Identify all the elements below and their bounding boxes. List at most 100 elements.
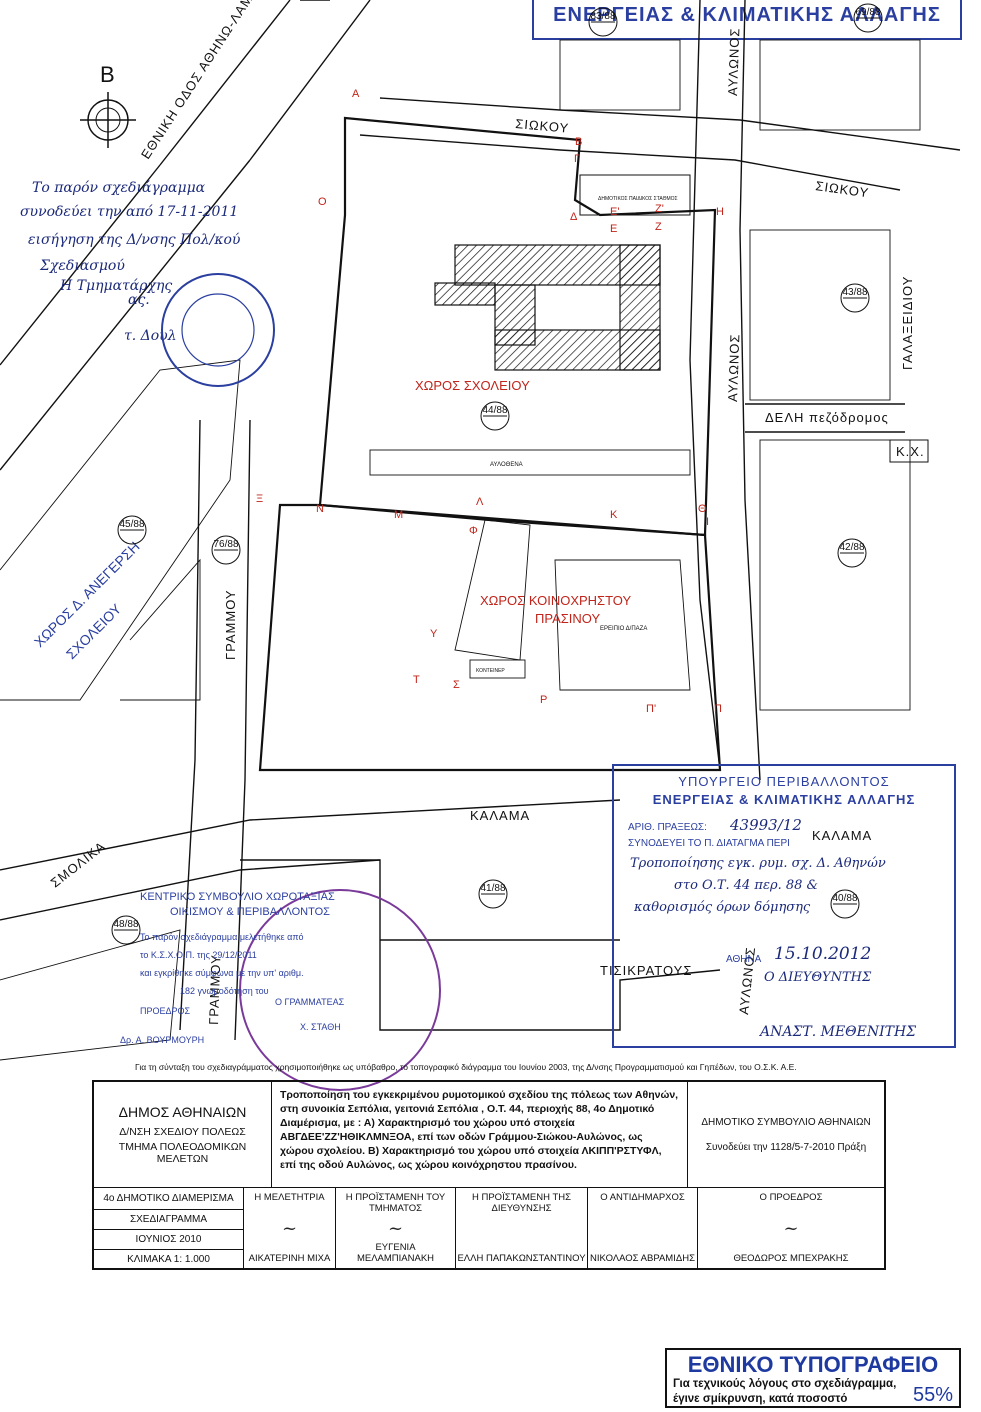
district: 4ο ΔΗΜΟΤΙΚΟ ΔΙΑΜΕΡΙΣΜΑ	[103, 1193, 234, 1204]
national-road	[0, 0, 371, 471]
block-76: 76/88	[213, 539, 238, 550]
svg-text:Ο ΓΡΑΜΜΑΤΕΑΣ: Ο ΓΡΑΜΜΑΤΕΑΣ	[275, 997, 345, 1007]
street-tisikratous: ΤΙΣΙΚΡΑΤΟΥΣ	[600, 963, 692, 978]
sign-role-2: Η ΠΡΟΪΣΤΑΜΕΝΗ ΤΟΥ ΤΜΗΜΑΤΟΣ	[345, 1192, 446, 1214]
east-buildings	[559, 39, 921, 711]
point-z-prime: Ζ'	[655, 203, 664, 215]
school-site-boundary	[318, 116, 717, 537]
ministry-city: ΑΘΗΝΑ	[726, 954, 762, 965]
title-block: ΔΗΜΟΣ ΑΘΗΝΑΙΩΝ Δ/ΝΣΗ ΣΧΕΔΙΟΥ ΠΟΛΕΩΣ ΤΜΗΜ…	[92, 1080, 886, 1270]
ministry-protocol-value: 43993/12	[730, 816, 802, 834]
kx-box	[889, 439, 929, 463]
council: ΔΗΜΟΤΙΚΟ ΣΥΜΒΟΥΛΙΟ ΑΘΗΝΑΙΩΝ	[701, 1116, 871, 1128]
signature-2-icon: ~	[387, 1218, 404, 1239]
sign-role-4: Ο ΑΝΤΙΔΗΜΑΡΧΟΣ	[600, 1192, 685, 1203]
svg-text:ΟΙΚΙΣΜΟΥ & ΠΕΡΙΒΑΛΛΟΝΤΟΣ: ΟΙΚΙΣΜΟΥ & ΠΕΡΙΒΑΛΛΟΝΤΟΣ	[170, 906, 330, 918]
street-avlonos-2: ΑΥΛΩΝΟΣ	[725, 333, 742, 402]
national-printer-box: ΕΘΝΙΚΟ ΤΥΠΟΓΡΑΦΕΙΟ Για τεχνικούς λόγους …	[665, 1348, 961, 1408]
sign-role-5: Ο ΠΡΟΕΔΡΟΣ	[759, 1192, 823, 1203]
area-green-label-1: ΧΩΡΟΣ ΚΟΙΝΟΧΡΗΣΤΟΥ	[480, 593, 631, 608]
green-space-boundary	[258, 503, 722, 772]
block-45: 45/88	[119, 519, 144, 530]
point-h: Η	[716, 206, 724, 218]
sign-cell-1: Η ΜΕΛΕΤΗΤΡΙΑ ~ ΑΙΚΑΤΕΡΙΝΗ ΜΙΧΑ	[244, 1188, 336, 1268]
handwritten-note: Το παρόν σχεδιάγραμμα συνοδεύει την από …	[20, 180, 241, 344]
ministry-hw-1: Τροποποίησης εγκ. ρυμ. σχ. Δ. Αθηνών	[630, 856, 886, 871]
point-r: Ρ	[540, 694, 547, 706]
svg-text:ΚΕΝΤΡΙΚΟ ΣΥΜΒΟΥΛΙΟ ΧΩΡΟΤΑΞΙΑΣ: ΚΕΝΤΡΙΚΟ ΣΥΜΒΟΥΛΙΟ ΧΩΡΟΤΑΞΙΑΣ	[140, 891, 335, 903]
ministry-date: 15.10.2012	[774, 944, 872, 964]
point-t: Τ	[413, 674, 420, 686]
department: Δ/ΝΣΗ ΣΧΕΔΙΟΥ ΠΟΛΕΩΣ	[119, 1126, 246, 1138]
kindergarten-building	[579, 174, 691, 216]
national-printer-line1: Για τεχνικούς λόγους στο σχεδιάγραμμα,	[673, 1378, 897, 1390]
ministry-stamp: ΥΠΟΥΡΓΕΙΟ ΠΕΡΙΒΑΛΛΟΝΤΟΣ ΕΝΕΡΓΕΙΑΣ & ΚΛΙΜ…	[612, 764, 956, 1048]
point-z: Ζ	[655, 221, 662, 233]
block-43: 43/88	[842, 287, 867, 298]
sign-cell-3: Η ΠΡΟΪΣΤΑΜΕΝΗ ΤΗΣ ΔΙΕΥΘΥΝΣΗΣ ΕΛΛΗ ΠΑΠΑΚΩ…	[456, 1188, 588, 1268]
street-outlines	[0, 0, 961, 1041]
national-road-label: ΕΘΝΙΚΗ ΟΔΟΣ ΑΘΗΝΩ-ΛΑΜΙΑΣ	[138, 0, 269, 162]
point-f: Φ	[469, 525, 478, 537]
svg-text:το Κ.Σ.Χ.Ο.Π. της 29/12/2011: το Κ.Σ.Χ.Ο.Π. της 29/12/2011	[140, 950, 257, 960]
street-galaxidiou: ΓΑΛΑΞΕΙΔΙΟΥ	[900, 276, 915, 370]
courtyard-band	[369, 449, 691, 476]
point-m: Μ	[394, 509, 403, 521]
sign-cell-4: Ο ΑΝΤΙΔΗΜΑΡΧΟΣ ΝΙΚΟΛΑΟΣ ΑΒΡΑΜΙΔΗΣ	[588, 1188, 698, 1268]
point-i: Ι	[706, 516, 709, 528]
svg-text:182 γνωμοδότηση του: 182 γνωμοδότηση του	[180, 986, 269, 996]
municipal-seal-icon	[161, 273, 275, 387]
kesyp-stamp: ΚΕΝΤΡΙΚΟ ΣΥΜΒΟΥΛΙΟ ΧΩΡΟΤΑΞΙΑΣ ΟΙΚΙΣΜΟΥ &…	[120, 891, 345, 1045]
block-41: 41/88	[480, 883, 505, 894]
svg-text:Σχεδιασμού: Σχεδιασμού	[39, 258, 125, 274]
street-grammou-2: ΓΡΑΜΜΟΥ	[206, 954, 223, 1025]
sign-role-1: Η ΜΕΛΕΤΗΤΡΙΑ	[254, 1192, 325, 1203]
svg-text:Η Τμηματάρχης: Η Τμηματάρχης	[59, 278, 172, 294]
point-th: Θ	[698, 503, 707, 515]
block-83: 83/88	[590, 11, 615, 22]
street-grammou-1: ΓΡΑΜΜΟΥ	[223, 589, 238, 660]
svg-text:τ. Δουλ: τ. Δουλ	[124, 328, 177, 344]
svg-text:Το παρόν σχεδιάγραμμα μελετήθη: Το παρόν σχεδιάγραμμα μελετήθηκε από	[140, 932, 304, 942]
street-deli: ΔΕΛΗ πεζόδρομος	[765, 410, 889, 425]
kontainer-label: ΚΟΝΤΕΙΝΕΡ	[476, 668, 505, 674]
point-l: Λ	[476, 496, 484, 508]
ministry-hw-2: στο Ο.Τ. 44 περ. 88 &	[674, 878, 819, 893]
national-printer-percent: 55%	[912, 1384, 953, 1406]
ministry-signer: ΑΝΑΣΤ. ΜΕΘΕΝΙΤΗΣ	[760, 1024, 917, 1040]
kesyp-seal-icon	[239, 889, 441, 1091]
point-e-prime: Ε'	[610, 206, 619, 218]
point-d: Δ	[570, 211, 578, 223]
point-a: Α	[352, 88, 360, 100]
west-buildings	[0, 359, 241, 1061]
footnote: Για τη σύνταξη του σχεδιαγράμματος χρησι…	[135, 1062, 797, 1072]
point-e: Ε	[610, 223, 617, 235]
point-n: Ν	[316, 503, 324, 515]
area-green-label-2: ΠΡΑΣΙΝΟΥ	[535, 611, 600, 626]
sign-cell-2: Η ΠΡΟΪΣΤΑΜΕΝΗ ΤΟΥ ΤΜΗΜΑΤΟΣ ~ ΕΥΓΕΝΙΑ ΜΕΛ…	[336, 1188, 456, 1268]
street-avlonos-1: ΑΥΛΩΝΟΣ	[725, 27, 742, 96]
parking-label: ΕΡΕΙΠΙΟ Δ/ΠΑΖΑ	[600, 626, 647, 632]
svg-text:Το παρόν σχεδιάγραμμα: Το παρόν σχεδιάγραμμα	[32, 180, 206, 196]
ministry-title-2: ΕΝΕΡΓΕΙΑΣ & ΚΛΙΜΑΤΙΚΗΣ ΑΛΛΑΓΗΣ	[652, 792, 916, 807]
svg-text:ΠΡΟΕΔΡΟΣ: ΠΡΟΕΔΡΟΣ	[140, 1006, 191, 1016]
council-act: Συνοδεύει την 1128/5-7-2010 Πράξη	[705, 1141, 867, 1153]
boundary-points: Α Β Γ Δ Ε Ε' Ζ Ζ' Η Θ Ι Κ Λ Μ Ν Ξ Ο Π Π'…	[256, 88, 724, 715]
svg-text:εισήγηση της Δ/νσης Πολ/κού: εισήγηση της Δ/νσης Πολ/κού	[28, 232, 241, 248]
street-smolika: ΣΜΟΛΙΚΑ	[48, 838, 109, 890]
point-k: Κ	[610, 509, 618, 521]
ministry-accompanies: ΣΥΝΟΔΕΥΕΙ ΤΟ Π. ΔΙΑΤΑΓΜΑ ΠΕΡΙ	[628, 838, 790, 849]
block-markers: 44/88 43/88 45/88 76/88 42/88 41/88 48/8…	[111, 3, 883, 945]
point-p-prime: Π'	[646, 703, 656, 715]
sign-name-1: ΑΙΚΑΤΕΡΙΝΗ ΜΙΧΑ	[248, 1253, 331, 1264]
district-cell: 4ο ΔΗΜΟΤΙΚΟ ΔΙΑΜΕΡΙΣΜΑ	[94, 1188, 244, 1210]
point-s: Σ	[453, 679, 460, 691]
signature-5-icon: ~	[783, 1218, 799, 1239]
signature-1-icon: ~	[281, 1218, 298, 1239]
national-printer-line2: έγινε σμίκρυνση, κατά ποσοστό	[673, 1393, 848, 1405]
north-arrow-icon: B	[80, 62, 136, 148]
municipality: ΔΗΜΟΣ ΑΘΗΝΑΙΩΝ	[118, 1104, 247, 1120]
title-org-cell: ΔΗΜΟΣ ΑΘΗΝΑΙΩΝ Δ/ΝΣΗ ΣΧΕΔΙΟΥ ΠΟΛΕΩΣ ΤΜΗΜ…	[94, 1082, 272, 1188]
ministry-title-1: ΥΠΟΥΡΓΕΙΟ ΠΕΡΙΒΑΛΛΟΝΤΟΣ	[678, 774, 890, 789]
block-40: 40/88	[832, 893, 857, 904]
